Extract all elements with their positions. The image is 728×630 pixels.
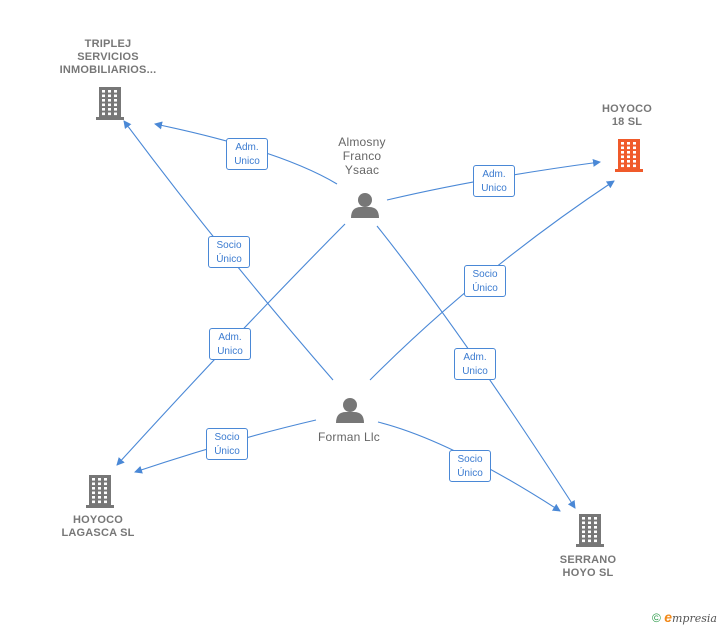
icons-layer: [86, 87, 643, 547]
node-label-line: Almosny: [338, 135, 386, 149]
relation-label-line: Socio: [457, 454, 483, 465]
relation-label-line: Unico: [481, 183, 507, 194]
brand-initial: e: [664, 609, 672, 625]
node-label-line: LAGASCA SL: [61, 527, 135, 539]
person-icon-almosny[interactable]: [351, 193, 379, 218]
relation-label-line: Adm.: [463, 352, 487, 363]
node-label-line: Forman Llc: [317, 430, 381, 444]
relation-label-line: Socio: [216, 240, 242, 251]
brand-name: mpresia: [671, 612, 717, 625]
copyright-symbol: ©: [652, 611, 661, 625]
relation-label-almosny-lagasca[interactable]: Adm. Unico: [209, 328, 251, 360]
node-label-line: Ysaac: [344, 163, 380, 177]
building-icon-hoyoco18[interactable]: [615, 139, 643, 172]
relation-label-line: Adm.: [482, 169, 506, 180]
node-label-line: SERRANO: [559, 554, 617, 566]
building-icon-triplej[interactable]: [96, 87, 124, 120]
relation-label-almosny-serrano[interactable]: Adm. Unico: [454, 348, 496, 380]
relation-label-line: Unico: [217, 346, 243, 357]
edges-layer: [116, 120, 615, 512]
node-label-line: SERVICIOS: [77, 51, 139, 63]
footer-brand: © empresia: [652, 609, 717, 625]
relation-label-line: Único: [457, 468, 483, 479]
relation-label-almosny-triplej[interactable]: Adm. Unico: [226, 138, 268, 170]
node-label-forman[interactable]: Forman Llc: [269, 430, 429, 444]
node-label-line: Franco: [342, 149, 382, 163]
relation-label-almosny-hoyoco18[interactable]: Adm. Unico: [473, 165, 515, 197]
relation-label-line: Único: [216, 254, 242, 265]
relation-label-line: Único: [214, 446, 240, 457]
relation-label-line: Unico: [462, 366, 488, 377]
relation-label-line: Único: [472, 283, 498, 294]
node-label-line: INMOBILIARIOS...: [59, 64, 157, 76]
building-icon-serrano[interactable]: [576, 514, 604, 547]
relation-label-line: Adm.: [235, 142, 259, 153]
person-icon-forman[interactable]: [336, 398, 364, 423]
relation-label-line: Socio: [472, 269, 498, 280]
building-icon-lagasca[interactable]: [86, 475, 114, 508]
relation-label-line: Unico: [234, 156, 260, 167]
node-label-line: HOYOCO: [601, 103, 653, 115]
relation-label-line: Socio: [214, 432, 240, 443]
node-label-line: TRIPLEJ: [84, 38, 132, 50]
relation-label-line: Adm.: [218, 332, 242, 343]
node-label-line: 18 SL: [611, 116, 643, 128]
node-label-line: HOYO SL: [562, 567, 614, 579]
node-label-line: HOYOCO: [72, 514, 124, 526]
